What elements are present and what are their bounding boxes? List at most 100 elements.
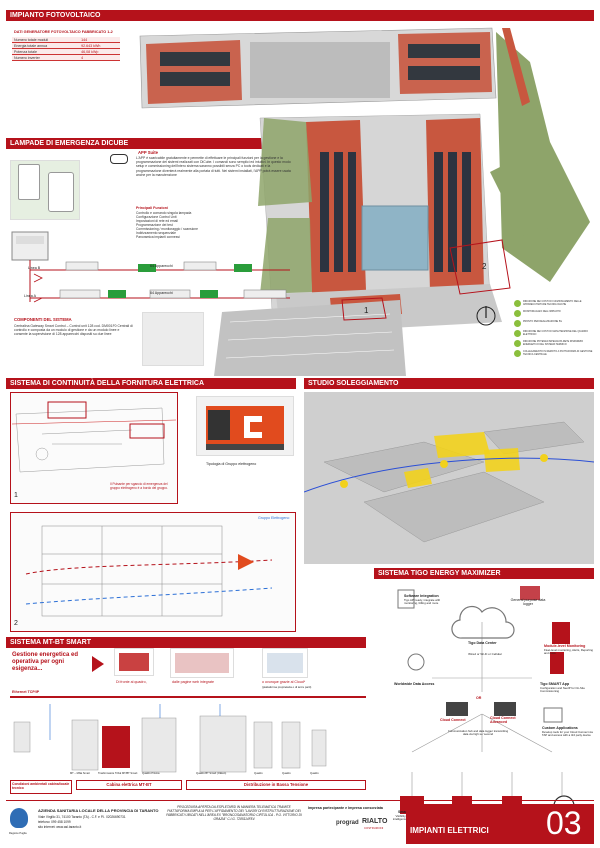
section-bar-continuita: SISTEMA DI CONTINUITÀ DELLA FORNITURA EL… bbox=[6, 378, 296, 389]
tigo-custom-desc: Develop tools for your Cloud Connect via… bbox=[542, 730, 593, 738]
caption-box-3: Distribuzione in Bassa Tensione bbox=[186, 780, 366, 790]
tigo-wifi: Wired or Wi-Fi or Cellular bbox=[468, 652, 502, 656]
caption-box-2: Cabina elettrica MT-BT bbox=[76, 780, 182, 790]
caption-3: Distribuzione in Bassa Tensione bbox=[243, 782, 309, 787]
cell: Potenza totale bbox=[12, 48, 80, 55]
gruppo-number-2: 2 bbox=[14, 620, 18, 627]
apparecchi-a-label: 64 Apparecchi bbox=[150, 291, 173, 295]
footer-addr2: telefono: 099 458 1099 bbox=[38, 820, 71, 824]
app-text: L'APP è scaricabile gratuitamente e perm… bbox=[136, 156, 291, 177]
equip-m7: Quadro bbox=[310, 772, 319, 775]
badge: RIDUZIONE DEI COSTI DI FUNZIONAMENTO DEL… bbox=[514, 300, 596, 307]
list-item: Commissioning / monitoraggio / scansione bbox=[136, 227, 198, 231]
tigo-or: OR bbox=[476, 696, 482, 700]
remote-icon bbox=[514, 350, 521, 357]
site-label-2: 2 bbox=[482, 262, 487, 271]
badge-text: RIDUZIONE POTENZA IMPEGNATA RETE RISPARM… bbox=[523, 340, 584, 346]
mtbt-web: dalle pagine web integrate bbox=[172, 680, 214, 684]
mtbt-equipment-drawing bbox=[13, 704, 327, 773]
site-label-1: 1 bbox=[364, 306, 369, 315]
componenti-text: Centralina Gateway Smart Control – Contr… bbox=[14, 324, 133, 337]
badge: RIDUZIONE DEI COSTI DI MANUTENZIONE DEL … bbox=[514, 330, 596, 337]
tigo-general: General purpose data logger bbox=[510, 598, 546, 606]
app-title: APP Suite bbox=[138, 150, 158, 155]
footer-addr1: Viale Virgilio 31, 74100 Taranto (TA) - … bbox=[38, 815, 126, 819]
power-icon bbox=[514, 340, 521, 347]
cell: Numero inverter bbox=[12, 54, 80, 61]
list-item: Impostazioni di rete ed email bbox=[136, 219, 178, 223]
gruppo-plan-2-drawing bbox=[25, 525, 273, 617]
badge-text: COLLEGAMENTO IN REMOTO A PIATTAFORMA DI … bbox=[523, 350, 593, 356]
footer-title: IMPIANTI ELETTRICI bbox=[410, 826, 489, 835]
list-item: Configurazione Control Unit bbox=[136, 215, 177, 219]
footer-org: AZIENDA SANITARIA LOCALE DELLA PROVINCIA… bbox=[38, 808, 159, 813]
tigo-module: Module-level Monitoring bbox=[544, 644, 586, 648]
footer-procedure: PROCEDURA APERTA DA ESPLETARSI IN MANIER… bbox=[166, 805, 302, 821]
mtbt-ethernet: Ethernet TCP/IP bbox=[12, 690, 40, 694]
gruppo-plan-1-drawing bbox=[12, 401, 176, 473]
equip-m6: Quadro bbox=[282, 772, 291, 775]
gruppo-note: Il Pulsante per sgancio di emergenza del… bbox=[110, 482, 168, 490]
badges-list: RIDUZIONE DEI COSTI DI FUNZIONAMENTO DEL… bbox=[514, 300, 596, 357]
badge-text: RIDUZIONE DEI COSTI DI MANUTENZIONE DEL … bbox=[523, 330, 588, 336]
componenti-title: COMPONENTI DEL SISTEMA bbox=[14, 317, 72, 322]
mtbt-front: Di fronte al quadro, bbox=[116, 680, 147, 684]
leaf-icon bbox=[514, 300, 521, 307]
caption-box-1: Condizioni ambientali cabina/locale tecn… bbox=[10, 780, 72, 794]
section-bar-fotovoltaico: IMPIANTO FOTOVOLTAICO bbox=[6, 10, 594, 21]
phone-icon bbox=[18, 164, 40, 200]
chart-icon bbox=[514, 310, 521, 317]
gruppo-plan-2 bbox=[10, 512, 296, 632]
equip-m5: Quadro bbox=[254, 772, 263, 775]
equip-m2: Trasformatore Trihal MT/BT Smart bbox=[98, 772, 138, 775]
app-func-title: Principali Funzioni bbox=[136, 206, 168, 210]
footer-divider bbox=[6, 800, 594, 801]
equip-m1: MT – MAE Smart bbox=[70, 772, 90, 775]
tigo-cc: Cloud Connect bbox=[440, 718, 466, 722]
screen-cloud-image bbox=[262, 648, 308, 678]
mtbt-cloud: o ovunque grazie al Cloud* bbox=[262, 680, 306, 684]
tigo-cca-desc: Communication hub and data logger transm… bbox=[447, 729, 509, 737]
badge: COLLEGAMENTO IN REMOTO A PIATTAFORMA DI … bbox=[514, 350, 596, 357]
tigo-diagram bbox=[397, 586, 575, 817]
badge: PRONTO PER REALIZZAZIONE 5G bbox=[514, 320, 596, 327]
list-item: Programmazione dei test bbox=[136, 223, 173, 227]
5g-icon bbox=[514, 320, 521, 327]
tigo-cca: Cloud Connect Advanced bbox=[490, 716, 516, 724]
site-plan bbox=[139, 27, 590, 376]
section-bar-soleggiamento: STUDIO SOLEGGIAMENTO bbox=[304, 378, 594, 389]
cell: 92.643 kWh bbox=[79, 42, 120, 49]
regione-puglia-logo bbox=[10, 808, 28, 828]
wrench-icon bbox=[514, 330, 521, 337]
cell: Numero totale moduli bbox=[12, 37, 80, 43]
app-functions: Controllo e comando singola lampada Conf… bbox=[136, 211, 286, 239]
screen-web-image bbox=[170, 648, 234, 678]
footer-title-block bbox=[406, 804, 594, 844]
badge: RIDUZIONE POTENZA IMPEGNATA RETE RISPARM… bbox=[514, 340, 596, 347]
footer-impresa: Impresa partecipante e Impresa consorzia… bbox=[308, 806, 383, 810]
list-item: Indirizzamento sequenziale bbox=[136, 231, 176, 235]
footer-firm2-sub: COSTRUZIONI bbox=[364, 826, 384, 830]
sun-study-drawing bbox=[304, 392, 594, 564]
cell: 144 bbox=[79, 37, 120, 43]
pv-table-title: DATI GENERATORE FOTOVOLTAICO FABBRICATO … bbox=[14, 30, 113, 34]
gruppo-number-1: 1 bbox=[14, 492, 18, 499]
list-item: Controllo e comando singola lampada bbox=[136, 211, 192, 215]
linea-b-label: Linea B bbox=[28, 266, 41, 270]
tigo-module-desc: Fleet-level monitoring, Alerts, Reportin… bbox=[544, 648, 593, 656]
cell: Energia totale annua bbox=[12, 42, 80, 49]
tigo-custom: Custom Applications bbox=[542, 726, 578, 730]
footer-firm2: RIALTO bbox=[362, 818, 388, 825]
gruppo-slider-label: Gruppo Elettrogeno bbox=[258, 516, 290, 520]
tigo-smartapp: Tigo SMART App bbox=[540, 682, 570, 686]
cell: 4 bbox=[79, 54, 120, 61]
section-bar-lampade: LAMPADE DI EMERGENZA DICUBE bbox=[6, 138, 296, 149]
tigo-smartapp-desc: Configuration and NeoIP for On-Site Comm… bbox=[540, 686, 585, 694]
badge-text: MONITORAGGIO DELL'IMPIANTO bbox=[523, 310, 561, 313]
handshake-icon bbox=[110, 154, 128, 164]
footer-addr3: sito internet: www.asl.taranto.it bbox=[38, 825, 82, 829]
footer-firm1: prograd bbox=[336, 820, 359, 826]
